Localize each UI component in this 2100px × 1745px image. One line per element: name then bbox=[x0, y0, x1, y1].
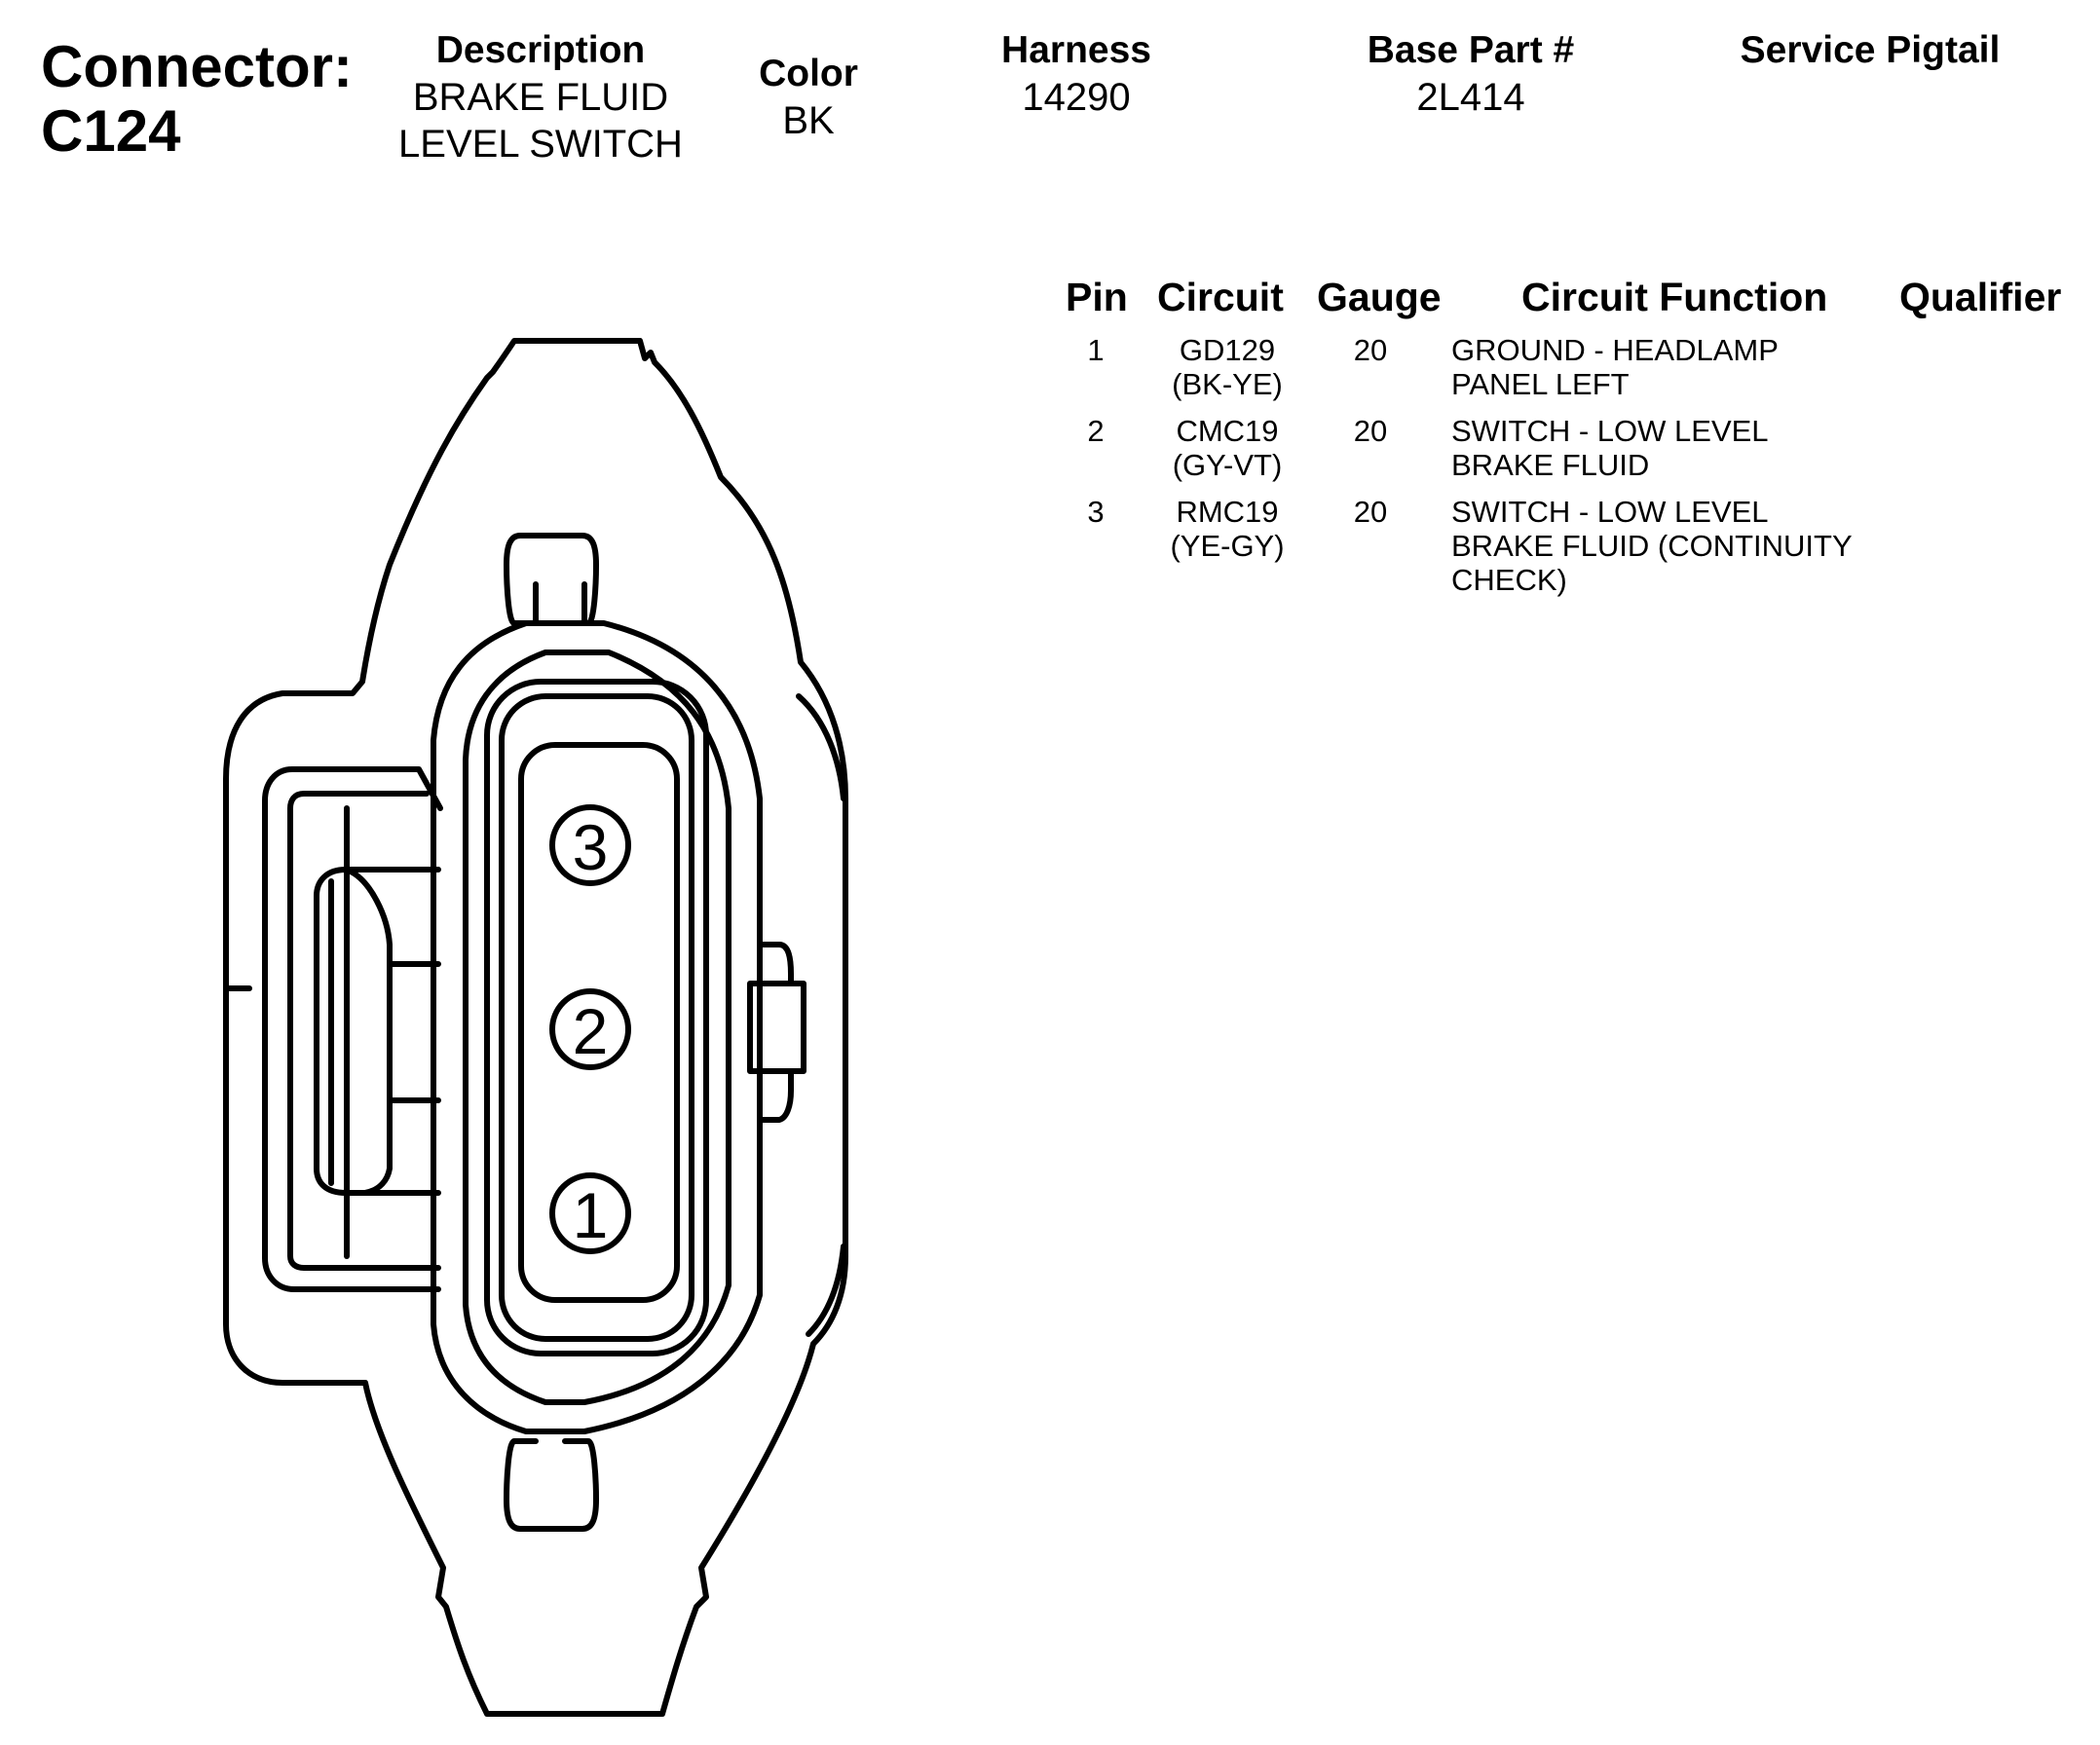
harness-label: Harness bbox=[1001, 29, 1151, 71]
function-line: SWITCH - LOW LEVEL bbox=[1451, 414, 1769, 448]
bottom-key bbox=[504, 1438, 599, 1532]
service-pigtail-column: Service Pigtail bbox=[1695, 27, 2045, 74]
wire-color: (GY-VT) bbox=[1172, 448, 1283, 482]
connector-title: Connector: C124 bbox=[41, 35, 353, 164]
pin-1-circle bbox=[549, 1172, 631, 1254]
description-column: Description BRAKE FLUID LEVEL SWITCH bbox=[370, 27, 711, 167]
circuit-cell: RMC19 (YE-GY) bbox=[1144, 495, 1310, 563]
connector-id: C124 bbox=[41, 98, 181, 164]
right-tab bbox=[757, 942, 794, 1123]
top-key bbox=[504, 533, 599, 626]
pin-cavity-inner bbox=[518, 742, 680, 1303]
latch-frame-inner bbox=[287, 791, 441, 1271]
circuit-header: Circuit bbox=[1157, 275, 1284, 319]
housing-outline bbox=[223, 338, 848, 1717]
circuit-id: RMC19 bbox=[1176, 495, 1279, 529]
gauge-value: 20 bbox=[1353, 414, 1388, 448]
function-line: CHECK) bbox=[1451, 563, 1567, 597]
latch-tongue-inner bbox=[328, 869, 393, 1196]
gauge-value: 20 bbox=[1353, 495, 1388, 529]
pin-number: 1 bbox=[1087, 333, 1105, 367]
pin-number: 2 bbox=[1087, 414, 1105, 448]
latch-frame bbox=[262, 766, 443, 1292]
qualifier-header: Qualifier bbox=[1899, 275, 2062, 319]
gauge-header: Gauge bbox=[1317, 275, 1442, 319]
description-line-1: BRAKE FLUID bbox=[412, 76, 669, 119]
harness-value: 14290 bbox=[1022, 76, 1131, 119]
pin-cavity-mid bbox=[499, 693, 694, 1342]
inner-shroud-outer bbox=[431, 620, 763, 1434]
function-line: BRAKE FLUID bbox=[1451, 448, 1650, 482]
circuit-function-cell: SWITCH - LOW LEVEL BRAKE FLUID bbox=[1451, 414, 1769, 482]
pin-number: 3 bbox=[1087, 495, 1105, 529]
base-part-label: Base Part # bbox=[1367, 29, 1575, 71]
pin-2-circle bbox=[549, 988, 631, 1070]
color-label: Color bbox=[759, 53, 858, 94]
circuit-function-cell: GROUND - HEADLAMP PANEL LEFT bbox=[1451, 333, 1779, 401]
circuit-function-header: Circuit Function bbox=[1521, 275, 1828, 319]
latch-tongue bbox=[314, 867, 441, 1196]
circuit-id: GD129 bbox=[1179, 333, 1276, 367]
function-line: SWITCH - LOW LEVEL bbox=[1451, 495, 1769, 529]
function-line: PANEL LEFT bbox=[1451, 367, 1630, 401]
description-line-2: LEVEL SWITCH bbox=[398, 123, 683, 166]
color-column: Color BK bbox=[721, 51, 896, 144]
pin-cavity-outer bbox=[484, 679, 709, 1356]
pin-header: Pin bbox=[1066, 275, 1128, 319]
base-part-value: 2L414 bbox=[1416, 76, 1525, 119]
function-line: GROUND - HEADLAMP bbox=[1451, 333, 1779, 367]
pin-1-label: 1 bbox=[573, 1179, 609, 1251]
pin-3-circle bbox=[549, 804, 631, 886]
function-line: BRAKE FLUID (CONTINUITY bbox=[1451, 529, 1853, 563]
top-key-stem bbox=[533, 581, 587, 626]
wire-color: (BK-YE) bbox=[1172, 367, 1283, 401]
circuit-id: CMC19 bbox=[1176, 414, 1279, 448]
circuit-cell: CMC19 (GY-VT) bbox=[1144, 414, 1310, 482]
housing-right-bump bbox=[796, 693, 846, 1337]
service-pigtail-label: Service Pigtail bbox=[1740, 29, 2001, 71]
harness-column: Harness 14290 bbox=[955, 27, 1198, 121]
connector-label: Connector: bbox=[41, 34, 353, 99]
color-value: BK bbox=[782, 99, 835, 142]
base-part-column: Base Part # 2L414 bbox=[1325, 27, 1617, 121]
pin-2-label: 2 bbox=[573, 995, 609, 1067]
circuit-cell: GD129 (BK-YE) bbox=[1144, 333, 1310, 401]
circuit-function-cell: SWITCH - LOW LEVEL BRAKE FLUID (CONTINUI… bbox=[1451, 495, 1853, 597]
pin-3-label: 3 bbox=[573, 811, 609, 883]
latch-ribs bbox=[387, 961, 441, 1103]
wire-color: (YE-GY) bbox=[1170, 529, 1285, 563]
description-label: Description bbox=[435, 29, 646, 71]
right-tab-slot bbox=[747, 981, 806, 1074]
gauge-value: 20 bbox=[1353, 333, 1388, 367]
